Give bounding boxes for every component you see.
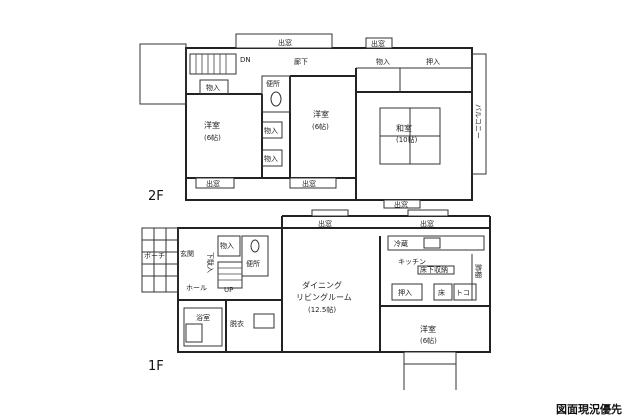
room-washitsu-size: (10帖) — [396, 135, 418, 144]
kitchen-label: キッチン — [398, 258, 426, 266]
porch-label: ポーチ — [144, 252, 165, 260]
wash-label: 脱衣 — [230, 319, 244, 328]
alcove-label: トコ — [456, 289, 470, 297]
room-western-1f-size: (6帖) — [420, 336, 437, 345]
porch-grid — [142, 228, 178, 292]
window-label: 出窓 — [318, 219, 332, 228]
window-1f-top — [311, 209, 349, 217]
toilet-fixture — [250, 239, 260, 253]
window-2f-bottom — [289, 177, 337, 189]
room-west-2f-name: 洋室 — [204, 120, 220, 130]
toilet-label: 便所 — [246, 259, 260, 268]
window-2f-bottom — [195, 177, 235, 189]
storage-2f-c — [261, 149, 283, 167]
shelf-label: 飾棚 — [474, 264, 483, 278]
toilet-label: 便所 — [266, 79, 280, 88]
kitchen-sink — [423, 237, 441, 249]
stairs-1f — [217, 261, 243, 289]
floor-label-2f: 2F — [148, 189, 164, 204]
tokonoma-1f — [433, 283, 453, 301]
closet-label: 押入 — [426, 57, 440, 66]
bay-window-top — [235, 33, 333, 49]
window-1f-top — [407, 209, 449, 217]
bay-window-1f — [403, 351, 457, 365]
pantry-label: 床下収納 — [420, 265, 448, 274]
window-label: 出窓 — [302, 179, 316, 188]
closet-label: 押入 — [398, 288, 412, 297]
storage-label: 物入 — [264, 154, 278, 163]
ldk-name: ダイニング — [302, 280, 342, 290]
washbasin — [253, 313, 275, 329]
floor-storage — [417, 265, 455, 275]
storage-label: 物入 — [220, 241, 234, 250]
second-floor: バルコニー DN 出窓 出窓 廊下 物入 押入 便所 物入 — [139, 33, 487, 209]
storage-2f-b — [261, 121, 283, 139]
hall-label: ホール — [186, 284, 207, 292]
closet-1f — [391, 283, 423, 301]
toilet-room-1f — [241, 235, 269, 277]
room-western-1f-name: 洋室 — [420, 324, 436, 334]
balcony-right — [471, 53, 487, 175]
alcove-1f — [453, 283, 477, 301]
storage-label: 物入 — [264, 126, 278, 135]
window-2f-bottom — [383, 199, 421, 209]
stairs-2f — [189, 53, 237, 75]
plan-note: 図面現況優先 — [556, 403, 622, 416]
tokonoma-label: 床 — [438, 288, 445, 297]
bathtub — [185, 323, 203, 343]
toilet-room-2f — [261, 75, 291, 113]
floor-label-1f: 1F — [148, 359, 164, 374]
up-label: UP — [224, 286, 233, 294]
balcony-left — [139, 43, 187, 105]
down-label: DN — [240, 56, 251, 64]
storage-label: 物入 — [376, 57, 390, 66]
storage-2f-a — [199, 79, 229, 95]
bay-window-label: 出窓 — [278, 38, 292, 47]
fridge-label: 冷蔵 — [394, 239, 408, 248]
bath-label: 浴室 — [196, 313, 210, 322]
room-west-2f-size: (6帖) — [204, 133, 221, 142]
hall-label: 廊下 — [294, 57, 308, 66]
shoebox-label: 下駄入 — [206, 252, 215, 273]
porch — [141, 227, 179, 293]
window-label: 出窓 — [420, 219, 434, 228]
toilet-fixture — [270, 91, 282, 107]
balcony-label: バルコニー — [474, 104, 482, 139]
storage-label: 物入 — [206, 83, 220, 92]
window-label: 出窓 — [394, 200, 408, 209]
window-label: 出窓 — [206, 179, 220, 188]
entrance-label: 玄関 — [180, 249, 194, 258]
room-middle-2f-name: 洋室 — [313, 109, 329, 119]
ldk-name2: リビングルーム — [296, 292, 352, 302]
storage-1f — [217, 235, 241, 257]
bathroom — [183, 307, 223, 347]
bay-window-label: 出窓 — [371, 39, 385, 48]
ldk-size: (12.5帖) — [308, 305, 336, 314]
room-washitsu-name: 和室 — [396, 123, 412, 133]
room-middle-2f-size: (6帖) — [312, 122, 329, 131]
bay-window-top-right — [365, 37, 393, 49]
first-floor: ポーチ 玄関 ホール 下駄入 UP 物入 便所 浴室 脱衣 ダイニング リビング… — [141, 209, 491, 390]
kitchen-counter — [387, 235, 485, 251]
